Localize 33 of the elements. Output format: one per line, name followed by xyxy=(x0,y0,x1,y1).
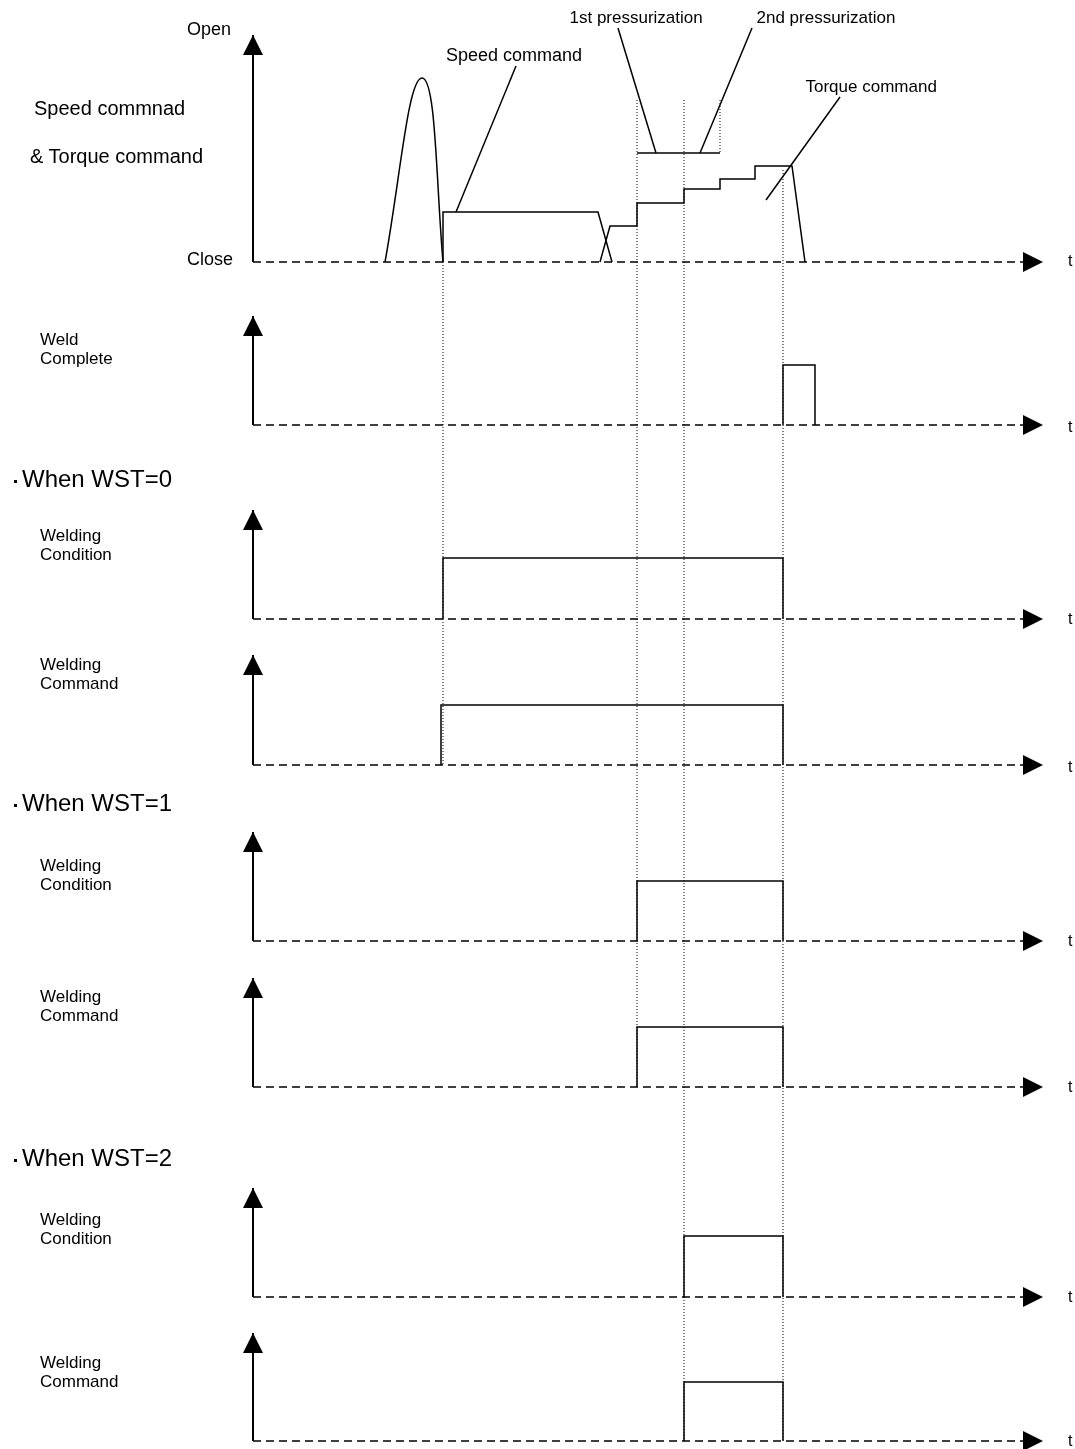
time-axis-label: t xyxy=(1068,610,1073,628)
section-heading: When WST=0 xyxy=(22,466,173,493)
leader-line xyxy=(617,27,657,154)
leader-label: Torque command xyxy=(805,78,937,97)
leader-line xyxy=(699,27,753,154)
section-heading: When WST=2 xyxy=(22,1145,173,1172)
leader-line xyxy=(455,65,517,213)
time-axis-label: t xyxy=(1068,1078,1073,1096)
time-axis-label: t xyxy=(1068,932,1073,950)
leader-line xyxy=(765,96,841,201)
leader-label: 2nd pressurization xyxy=(756,9,896,28)
axis-title: & Torque command xyxy=(30,145,204,167)
axis-label: Open xyxy=(187,20,232,40)
signal-name: Welding Command xyxy=(40,988,120,1026)
time-axis-label: t xyxy=(1068,252,1073,270)
torque-waveform xyxy=(599,165,806,263)
signal-name: Welding Command xyxy=(40,656,120,694)
leader-label: 1st pressurization xyxy=(569,9,703,28)
signal-name: Welding Command xyxy=(40,1354,120,1392)
leader-label: Speed command xyxy=(446,46,583,66)
axis-title: Speed commnad xyxy=(34,97,186,119)
time-axis-label: t xyxy=(1068,758,1073,776)
time-axis-label: t xyxy=(1068,1288,1073,1306)
speed-waveform xyxy=(442,211,613,263)
axis-label: Close xyxy=(187,250,234,270)
signal-name: Welding Condition xyxy=(40,857,113,895)
signal-name: Weld Complete xyxy=(40,331,114,369)
signal-name: Welding Condition xyxy=(40,1211,113,1249)
time-axis-label: t xyxy=(1068,418,1073,436)
signal-name: Welding Condition xyxy=(40,527,113,565)
section-heading: When WST=1 xyxy=(22,790,173,817)
pressure-level-line xyxy=(636,152,721,154)
time-axis-label: t xyxy=(1068,1432,1073,1449)
